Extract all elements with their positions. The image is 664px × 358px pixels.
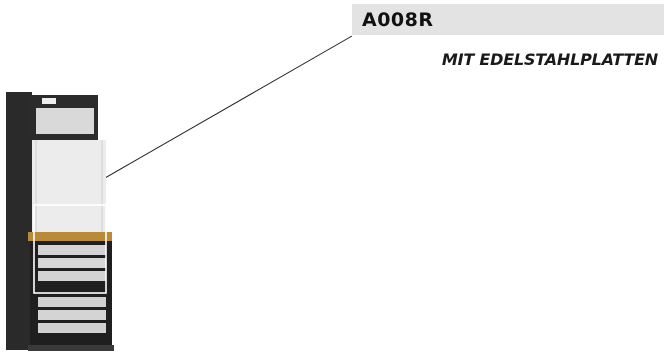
drawer-3 xyxy=(38,271,106,281)
product-subtitle: MIT EDELSTAHLPLATTEN xyxy=(441,50,658,69)
wall-cabinet-label xyxy=(42,98,56,104)
drawer-5 xyxy=(38,310,106,320)
drawer-6 xyxy=(38,323,106,333)
drawer-2 xyxy=(38,258,106,268)
callout-line xyxy=(57,35,353,206)
drawer-1 xyxy=(38,245,106,255)
plinth xyxy=(28,345,114,351)
product-code-bar: A008R xyxy=(352,4,664,35)
product-code: A008R xyxy=(362,8,434,31)
drawer-4 xyxy=(38,297,106,307)
side-column xyxy=(6,92,32,350)
worktop xyxy=(28,232,112,241)
back-panel xyxy=(32,140,106,232)
wall-cabinet-front xyxy=(36,108,94,134)
highlight-frame xyxy=(33,204,107,294)
